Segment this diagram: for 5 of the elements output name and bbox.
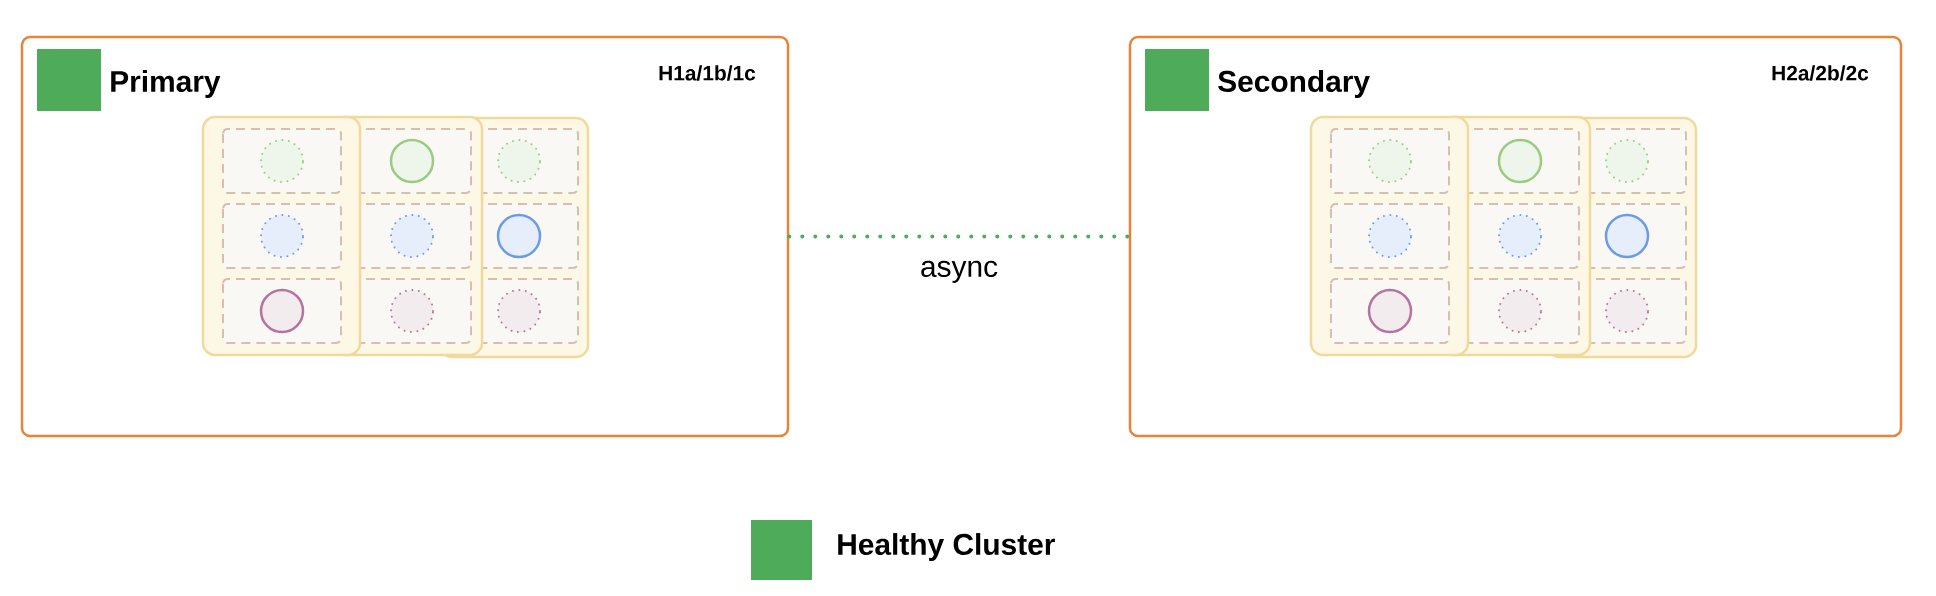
dotted-line: [787, 234, 1131, 239]
edge-label: async: [921, 260, 998, 283]
region-box: Primary H1a/1b/1c: [20, 35, 790, 438]
region-box: Secondary H2a/2b/2c: [1128, 35, 1903, 438]
legend-label: Healthy Cluster: [838, 533, 1055, 561]
